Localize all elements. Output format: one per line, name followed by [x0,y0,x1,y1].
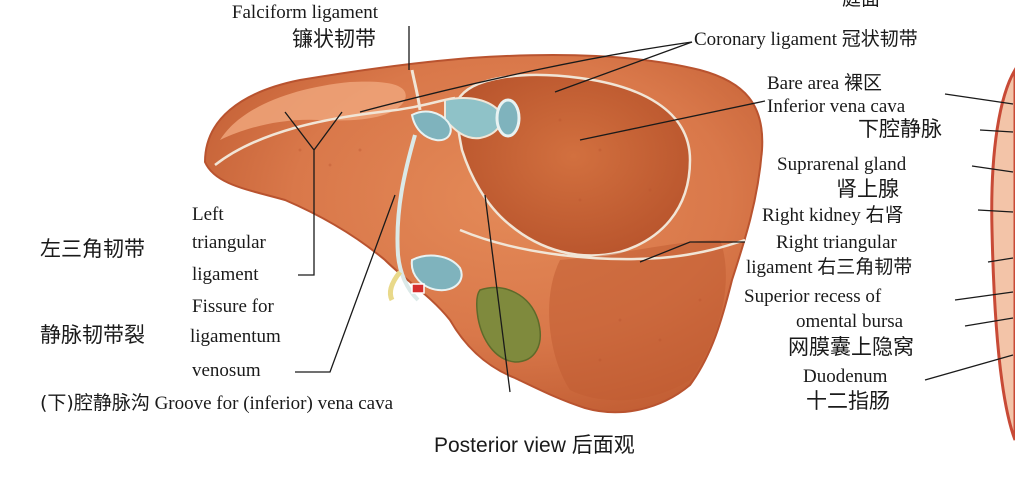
duodenum-zh: 十二指肠 [806,389,890,413]
gallbladder [475,286,541,363]
right-kidney-en: Right kidney [762,205,861,226]
groove-ivc-label: (下)腔静脉沟 Groove for (inferior) vena cava [40,392,393,415]
ivc-groove [444,97,503,140]
left-triangular-en-3: ligament [192,264,259,285]
fissure-en-2: ligamentum [190,326,281,347]
right-triangular-label: ligament 右三角韧带 [746,256,912,279]
left-triangular-zh: 左三角韧带 [40,237,145,261]
leader-lines [284,26,1014,393]
omental-en-1: Superior recess of [744,286,882,307]
falciform-zh: 镰状韧带 [292,27,376,51]
left-lobe [220,81,406,140]
right-kidney-zh: 右肾 [865,204,904,226]
omental-zh: 网膜囊上隐窝 [788,335,914,359]
right-kidney-label: Right kidney 右肾 [762,204,903,227]
partial-heading: 庭面 [842,0,880,10]
bare-area-en: Bare area [767,73,840,94]
porta-vessels [410,254,463,292]
right-triangular-en-1: Right triangular [776,232,897,253]
bare-area-label: Bare area 裸区 [767,72,882,95]
ligamentum-venosum-fissure [395,134,420,302]
cut-vessel [411,283,425,294]
left-triangular-en-2: triangular [192,232,266,253]
fissure-en-1: Fissure for [192,296,274,317]
left-triangular-en-1: Left [192,204,224,225]
bare-area-zh: 裸区 [844,72,883,94]
suprarenal-zh: 肾上腺 [836,177,899,201]
ivc-zh: 下腔静脉 [858,117,942,141]
groove-en: Groove for (inferior) vena cava [154,393,394,414]
bile-duct [387,270,402,302]
right-triangular-en-2: ligament [746,257,813,278]
fissure-en-3: venosum [192,360,261,381]
right-triangular-zh: 右三角韧带 [817,256,913,278]
falciform-en: Falciform ligament [231,2,379,23]
coronary-zh: 冠状韧带 [841,28,918,50]
falciform-ligament [410,69,422,111]
inferior-vena-cava-opening [495,98,521,138]
falciform-ligament-label: Falciform ligament [196,2,414,24]
groove-zh: (下)腔静脉沟 [40,392,150,414]
ivc-en: Inferior vena cava [767,96,906,117]
suprarenal-en: Suprarenal gland [777,154,907,175]
right-kidney-edge [990,67,1015,441]
hepatic-veins [410,110,452,142]
right-lobe-lower [549,240,726,401]
view-caption: Posterior view 后面观 [434,434,635,457]
omental-en-2: omental bursa [796,311,904,332]
fissure-zh: 静脉韧带裂 [40,323,145,347]
coronary-en: Coronary ligament [694,29,837,50]
coronary-ligament-label: Coronary ligament 冠状韧带 [694,28,918,51]
duodenum-en: Duodenum [803,366,888,387]
coronary-ligament-edge [214,96,746,261]
